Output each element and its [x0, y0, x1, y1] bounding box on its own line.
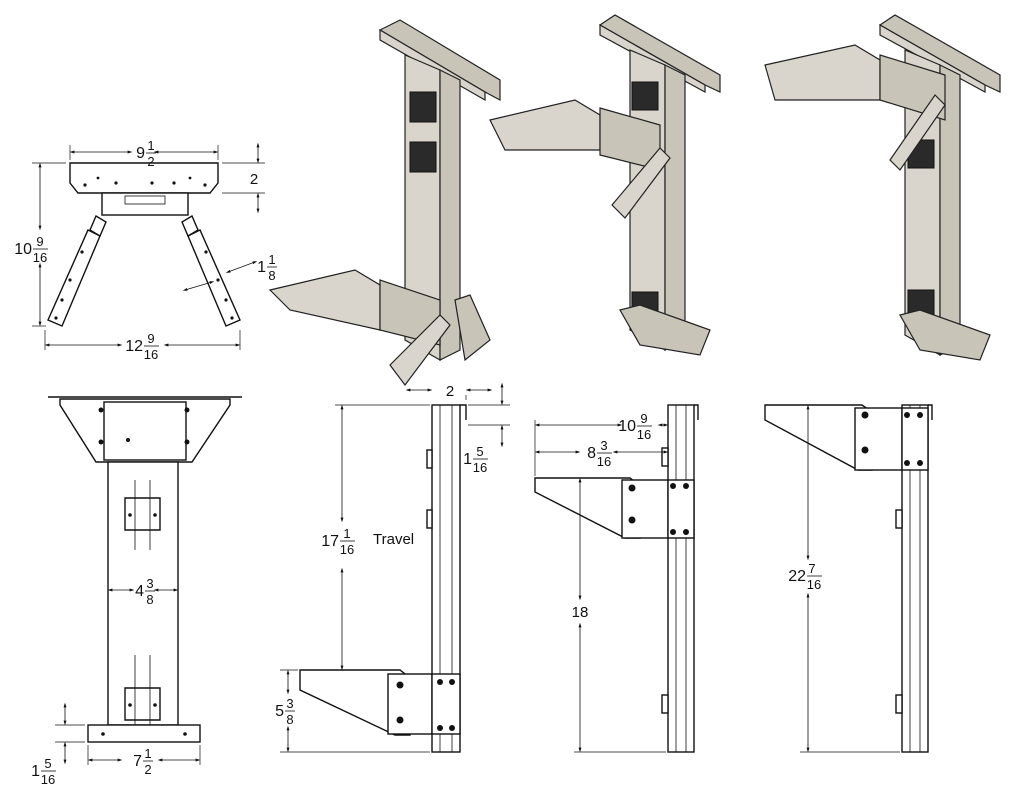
svg-text:12: 12 [125, 338, 143, 355]
svg-text:1: 1 [257, 259, 266, 276]
svg-text:4: 4 [135, 583, 144, 600]
svg-text:2: 2 [144, 762, 151, 777]
svg-text:16: 16 [41, 772, 55, 787]
svg-text:16: 16 [807, 577, 821, 592]
svg-text:3: 3 [600, 438, 607, 453]
svg-text:9: 9 [147, 331, 154, 346]
dim-travel: 17 1 16 Travel [321, 526, 414, 557]
svg-text:1: 1 [343, 526, 350, 541]
svg-text:1: 1 [147, 138, 154, 153]
svg-text:3: 3 [286, 696, 293, 711]
svg-text:5: 5 [275, 703, 284, 720]
svg-text:7: 7 [133, 753, 142, 770]
svg-text:1: 1 [31, 763, 40, 780]
svg-text:7: 7 [808, 561, 815, 576]
svg-text:2: 2 [147, 154, 154, 169]
svg-text:16: 16 [340, 542, 354, 557]
svg-text:17: 17 [321, 533, 339, 550]
isometric-view-high [764, 14, 1001, 361]
svg-text:8: 8 [268, 268, 275, 283]
side-view-high: 22 7 16 [764, 404, 933, 753]
top-front-view: 9 1 2 2 10 9 16 1 1 8 12 9 16 [14, 138, 277, 362]
front-view: 4 3 8 7 1 2 1 5 16 [31, 396, 242, 787]
svg-text:10: 10 [618, 418, 636, 435]
dim-base-width: 7 1 2 [133, 746, 153, 777]
svg-text:16: 16 [144, 347, 158, 362]
svg-text:1: 1 [144, 746, 151, 761]
dim-base-height: 1 5 16 [31, 756, 56, 787]
svg-text:8: 8 [587, 445, 596, 462]
dim-bracket-reach-outer: 10 9 16 [618, 411, 652, 442]
svg-text:5: 5 [476, 444, 483, 459]
svg-text:22: 22 [788, 568, 806, 585]
svg-text:9: 9 [640, 411, 647, 426]
dim-side-depth: 2 [446, 383, 454, 400]
dim-arm-span: 12 9 16 [125, 331, 159, 362]
dim-mid-height: 18 [572, 604, 589, 621]
dim-top-view-height: 10 9 16 [14, 234, 48, 265]
svg-text:5: 5 [44, 756, 51, 771]
svg-text:8: 8 [146, 592, 153, 607]
dim-arm-width: 1 1 8 [257, 252, 277, 283]
svg-text:1: 1 [268, 252, 275, 267]
isometric-view-mid [489, 14, 721, 356]
dim-overall-height: 22 7 16 [788, 561, 822, 592]
dim-top-plate-height: 2 [250, 171, 258, 188]
side-view-low: 2 1 5 16 17 1 16 Travel 5 3 8 [275, 382, 510, 753]
svg-text:8: 8 [286, 712, 293, 727]
svg-text:9: 9 [36, 234, 43, 249]
dim-side-top-offset: 1 5 16 [463, 444, 488, 475]
svg-text:16: 16 [597, 454, 611, 469]
svg-text:16: 16 [637, 427, 651, 442]
dim-bracket-reach-inner: 8 3 16 [587, 438, 612, 469]
svg-text:3: 3 [146, 576, 153, 591]
dim-column-width: 4 3 8 [135, 576, 155, 607]
svg-text:9: 9 [136, 145, 145, 162]
travel-label: Travel [373, 531, 414, 548]
isometric-view-low [268, 19, 501, 386]
dim-top-plate-width: 9 1 2 [136, 138, 156, 169]
svg-text:16: 16 [473, 460, 487, 475]
svg-text:1: 1 [463, 451, 472, 468]
svg-text:16: 16 [33, 250, 47, 265]
svg-text:10: 10 [14, 241, 32, 258]
side-view-mid: 10 9 16 8 3 16 18 [534, 404, 699, 753]
dim-bracket-height: 5 3 8 [275, 696, 295, 727]
